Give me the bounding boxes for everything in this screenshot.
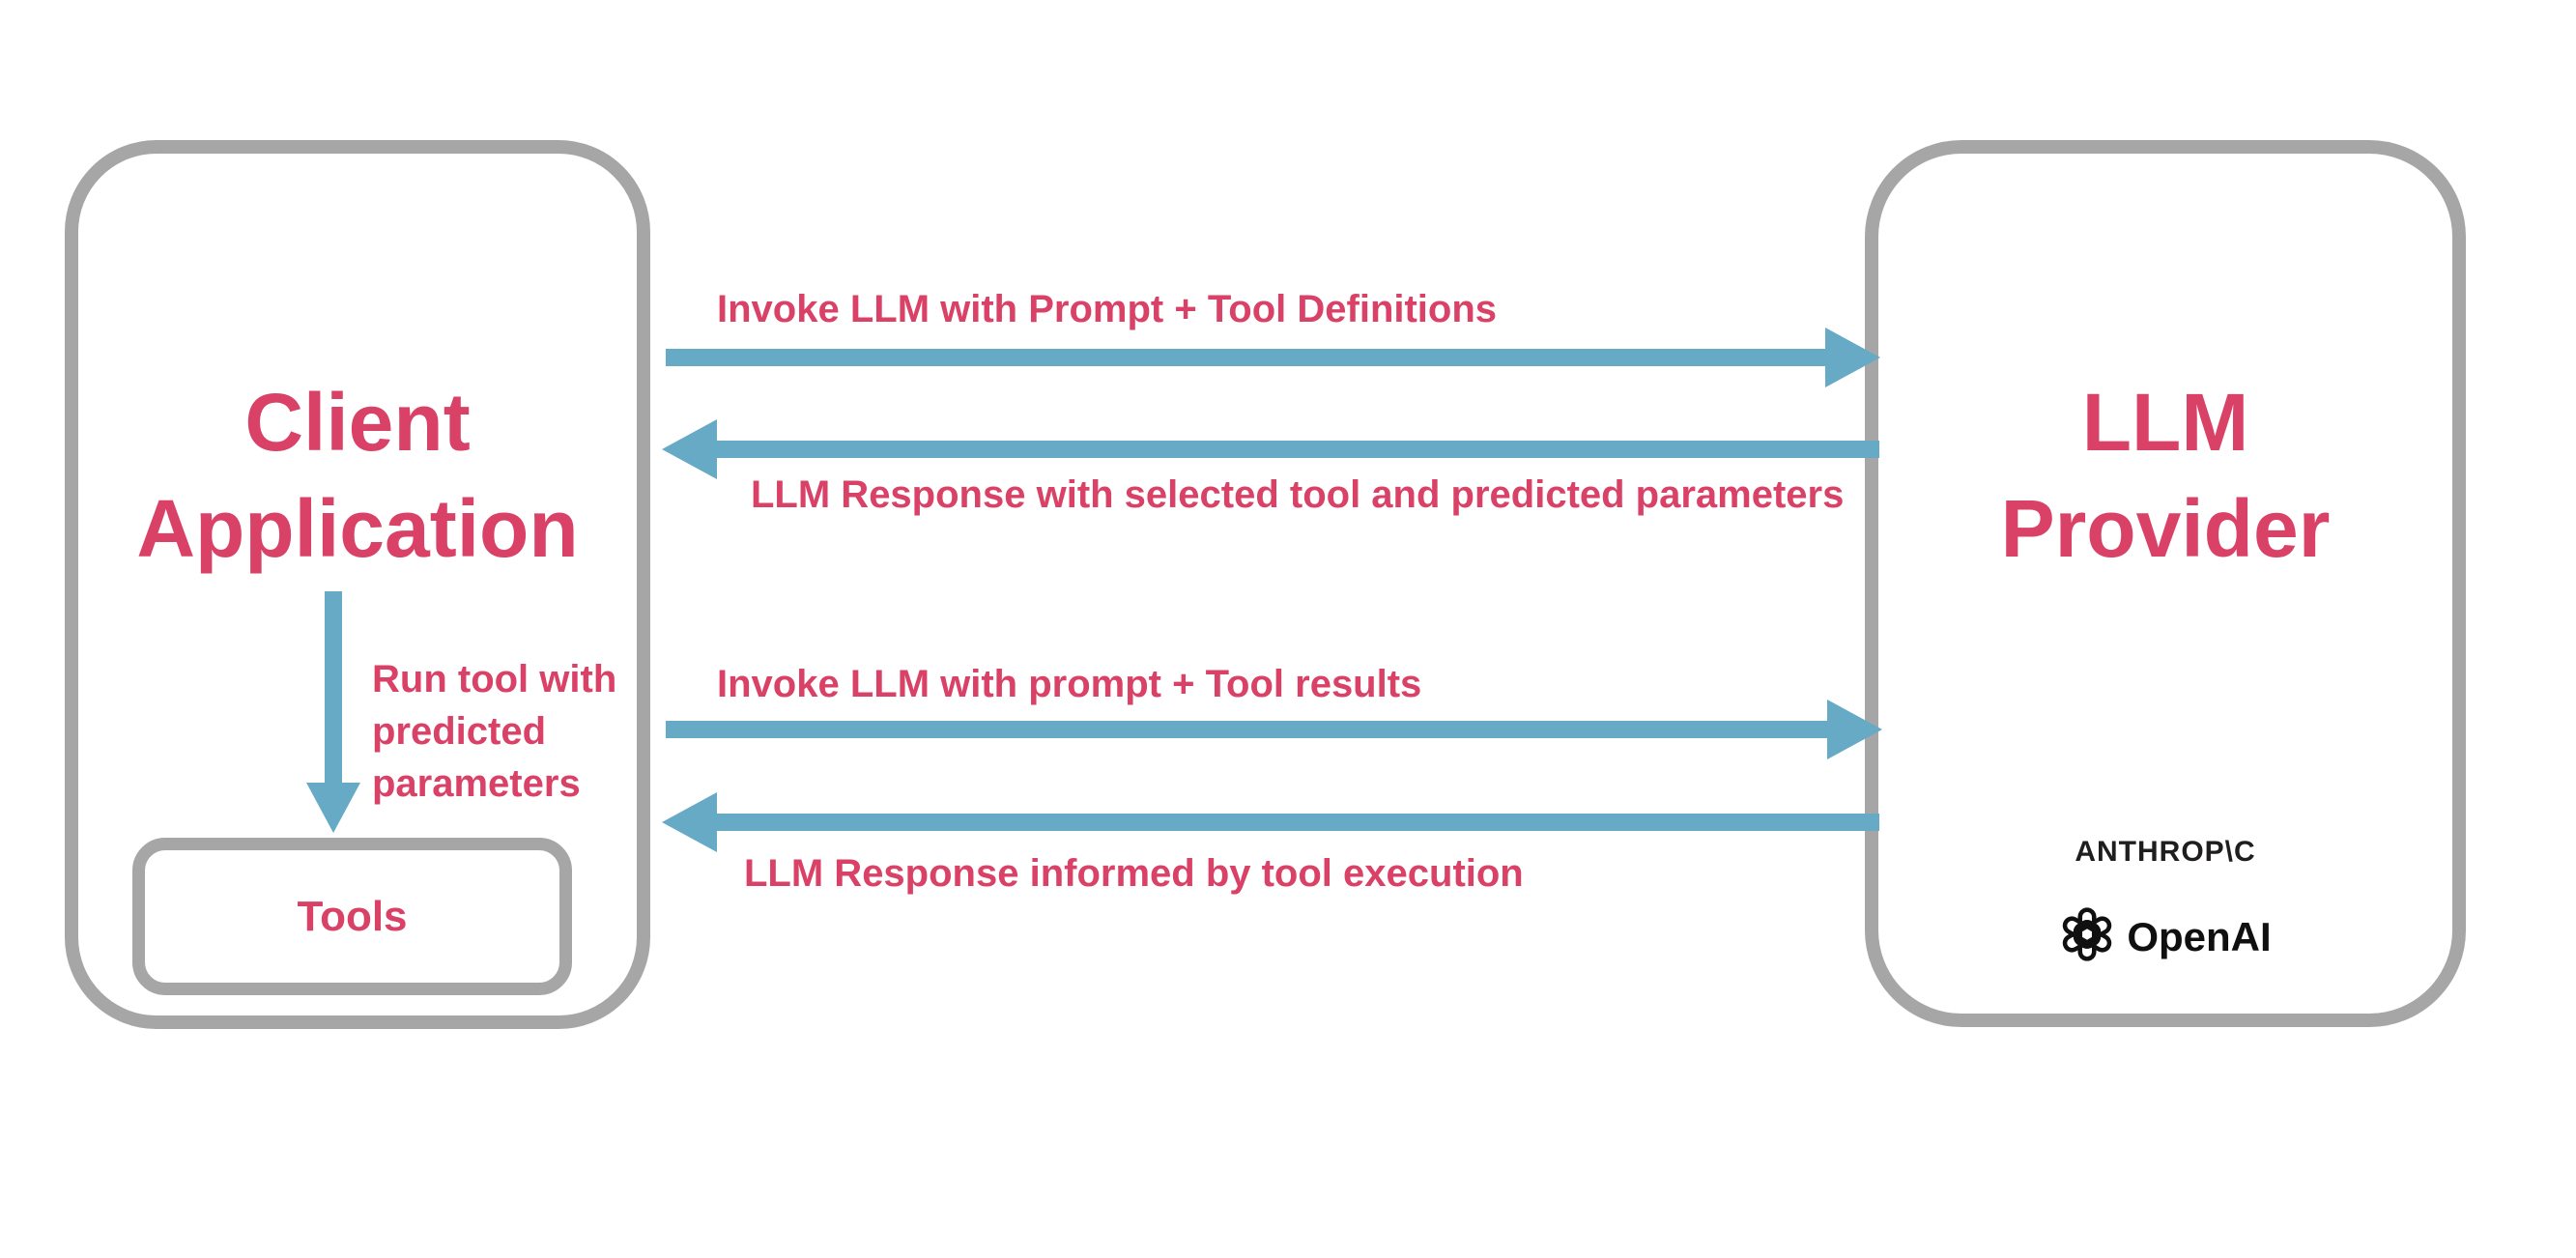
arrow-label-response-informed: LLM Response informed by tool execution [744,852,1524,895]
provider-title-line1: LLM [2081,377,2249,468]
anthropic-logo: ANTHROP\C [2075,836,2256,868]
openai-flower-icon [2059,906,2115,967]
run-tool-arrow-head-icon [306,783,360,833]
llm-provider-title: LLM Provider [1878,369,2452,582]
run-tool-arrow-shaft [325,591,342,783]
arrow-head-left-icon [662,419,717,479]
arrow-shaft-invoke-with-definitions [666,349,1825,366]
openai-wordmark: OpenAI [2127,913,2272,959]
arrow-shaft-response-informed [717,814,1879,831]
client-title-line2: Application [136,483,579,574]
arrow-label-invoke-with-definitions: Invoke LLM with Prompt + Tool Definition… [717,288,1498,330]
client-application-box: Client Application Run tool with predict… [65,140,650,1029]
client-title-line1: Client [244,377,471,468]
arrow-head-left-icon [662,792,717,852]
arrow-label-response-selected-tool: LLM Response with selected tool and pred… [751,473,1845,516]
openai-logo: OpenAI [1878,906,2452,967]
tools-label: Tools [297,892,408,940]
arrow-label-invoke-with-results: Invoke LLM with prompt + Tool results [717,663,1422,705]
llm-provider-box: LLM Provider ANTHROP\C OpenAI [1865,140,2466,1027]
arrow-shaft-invoke-with-results [666,721,1827,738]
run-tool-label: Run tool with predicted parameters [372,658,617,805]
arrow-shaft-response-selected-tool [717,441,1879,458]
arrow-head-right-icon [1825,328,1880,387]
client-application-title: Client Application [78,369,637,582]
tools-box: Tools [132,838,572,995]
provider-title-line2: Provider [2000,483,2331,574]
arrow-head-right-icon [1827,700,1882,759]
